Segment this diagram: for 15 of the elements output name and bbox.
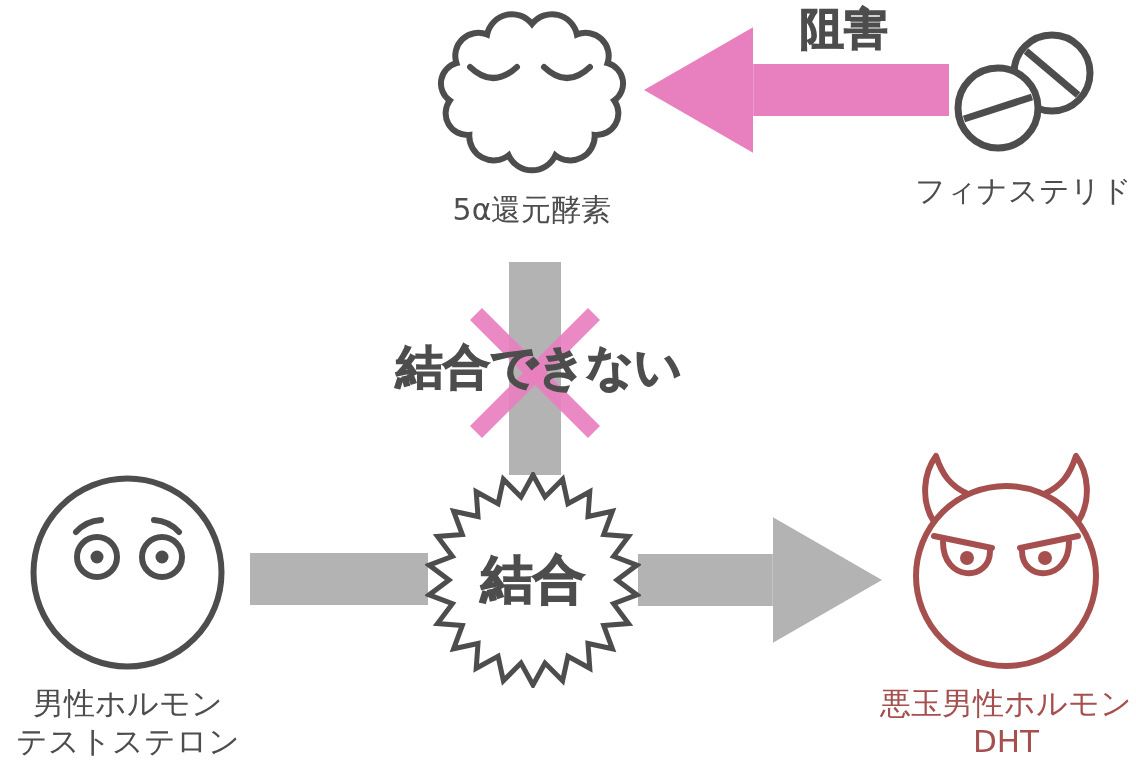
edge-label: 阻害: [800, 4, 888, 55]
arrow: [638, 517, 882, 643]
node-caption: テストステロン: [15, 722, 240, 760]
edge-label: 結合できない: [396, 340, 682, 395]
surprised-face-illustration: [30, 475, 225, 670]
arrow: [644, 27, 949, 153]
node-label: 結合: [481, 551, 585, 609]
node-caption: 5α還元酵素: [452, 191, 612, 229]
starburst-shape: [425, 472, 641, 688]
node-caption: 悪玉男性ホルモン: [880, 684, 1132, 722]
node-caption: 男性ホルモン: [32, 684, 223, 722]
connector-bar: [250, 553, 428, 605]
devil-face-illustration: [912, 452, 1100, 670]
node-caption: DHT: [972, 722, 1040, 760]
node-caption: フィナステリド: [914, 172, 1132, 210]
